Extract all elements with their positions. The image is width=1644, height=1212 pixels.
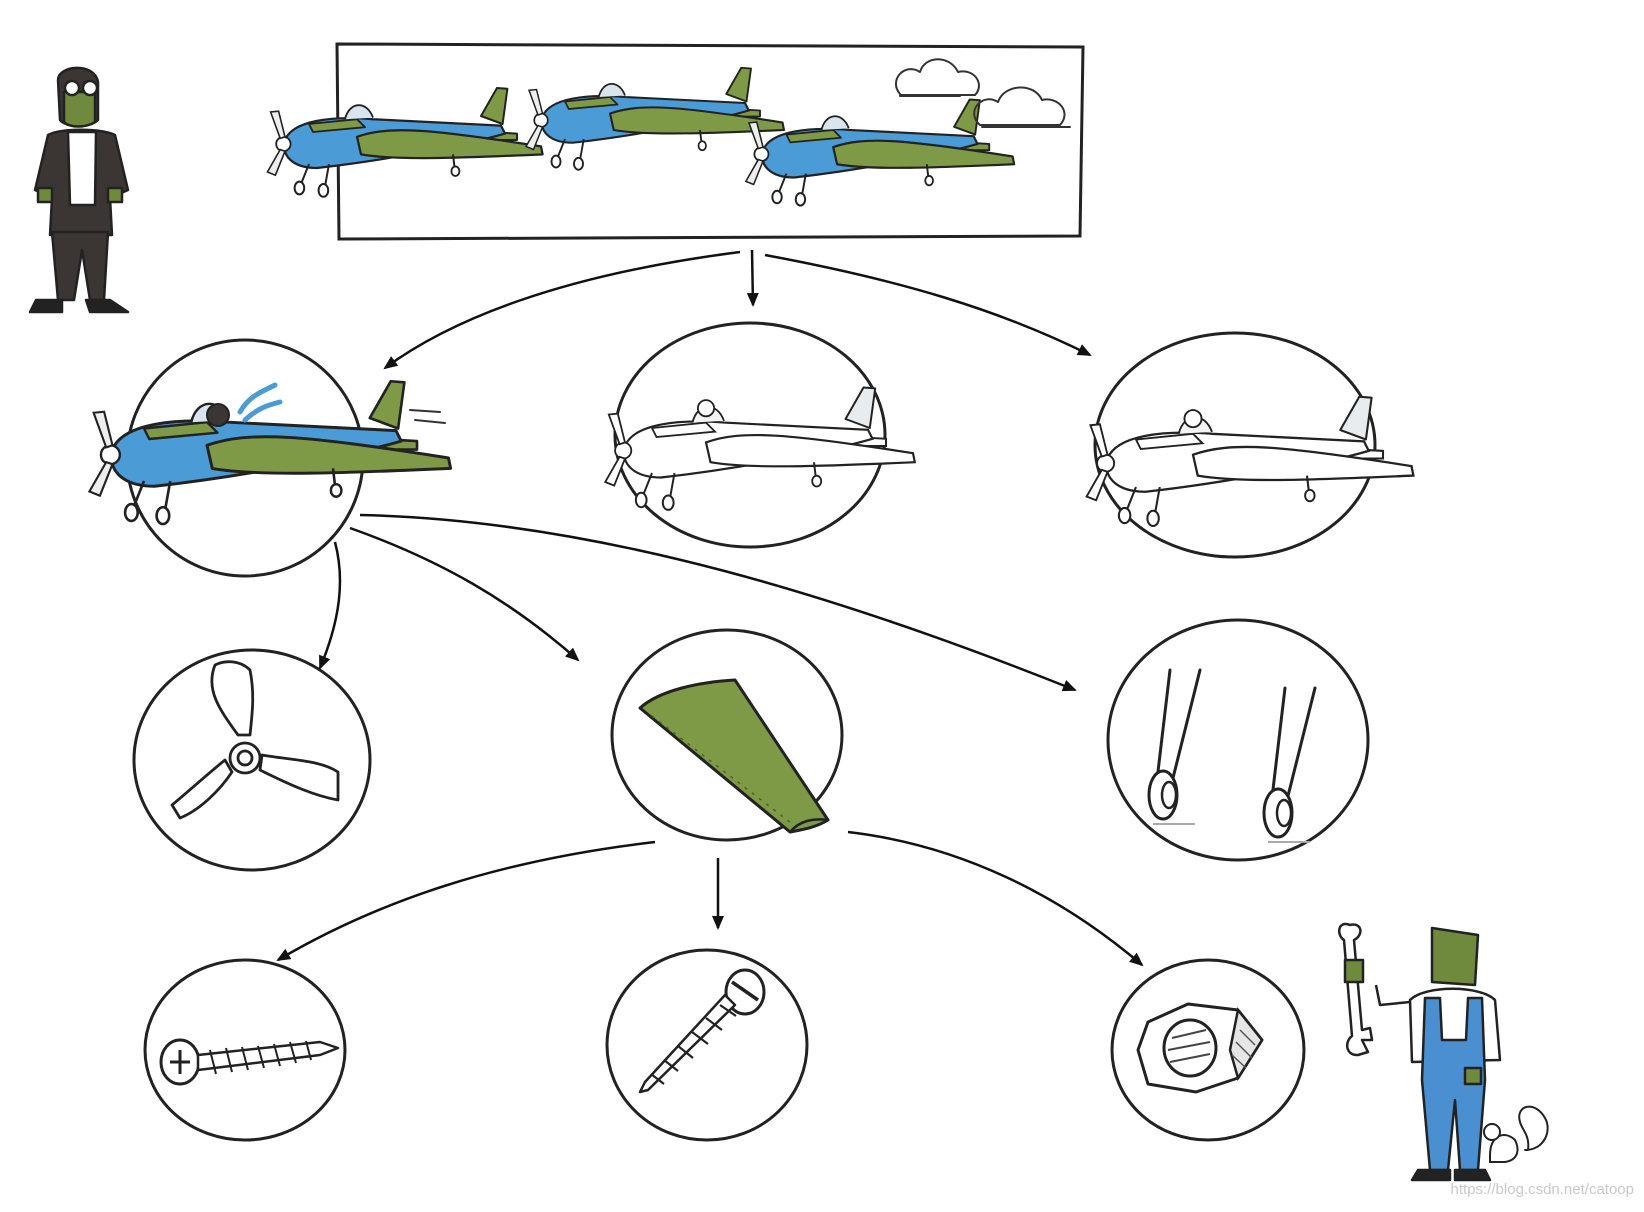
cloud-icon xyxy=(894,58,1071,128)
edge-plane-colored-to-propeller xyxy=(318,541,342,670)
node-phillips-screw xyxy=(143,958,347,1142)
edge-fleet-to-plane-outline-1 xyxy=(746,249,759,307)
node-fleet xyxy=(266,42,1085,241)
node-plane-outline-2 xyxy=(1085,331,1415,559)
pilot-icon xyxy=(28,66,130,314)
wrench-icon xyxy=(1337,922,1374,1057)
node-slotted-screw xyxy=(605,948,809,1142)
node-propeller xyxy=(132,648,372,872)
phillips-screw-icon xyxy=(159,1038,340,1086)
node-circle xyxy=(143,958,347,1142)
node-wing xyxy=(610,628,844,842)
airplane-outline-icon xyxy=(1085,395,1415,528)
wing-icon xyxy=(638,678,830,834)
node-plane-outline-1 xyxy=(604,321,916,549)
edge-plane-colored-to-landing-gear xyxy=(359,513,1077,692)
node-circle xyxy=(132,648,372,872)
propeller-icon xyxy=(170,660,340,820)
pilot-in-cockpit-icon xyxy=(206,382,283,427)
edge-fleet-to-plane-outline-2 xyxy=(764,253,1092,357)
hex-nut-icon xyxy=(1136,1002,1264,1094)
edge-wing-to-phillips-screw xyxy=(276,840,656,962)
node-circle xyxy=(613,321,887,549)
landing-gear-icon xyxy=(1147,668,1317,844)
mechanic-icon xyxy=(1374,926,1502,1182)
slotted-screw-icon xyxy=(638,968,766,1094)
fleet-frame xyxy=(335,42,1085,241)
edge-plane-colored-to-wing xyxy=(349,526,580,662)
node-hex-nut xyxy=(1110,958,1306,1142)
watermark-text: https://blog.csdn.net/catoop xyxy=(1450,1181,1634,1198)
edge-fleet-to-plane-colored xyxy=(383,250,741,370)
node-landing-gear xyxy=(1106,618,1370,862)
edge-wing-to-hex-nut xyxy=(847,830,1144,967)
node-circle xyxy=(1110,958,1306,1142)
squirrel-icon xyxy=(1483,1105,1549,1163)
edges xyxy=(276,249,1144,967)
node-circle xyxy=(610,628,844,842)
node-circle xyxy=(605,948,809,1142)
fleet-airplane-2 xyxy=(524,66,786,171)
node-circle xyxy=(1106,618,1370,862)
node-circle xyxy=(1093,331,1377,559)
node-plane-colored xyxy=(87,338,453,578)
fleet-airplane-1 xyxy=(266,86,544,198)
